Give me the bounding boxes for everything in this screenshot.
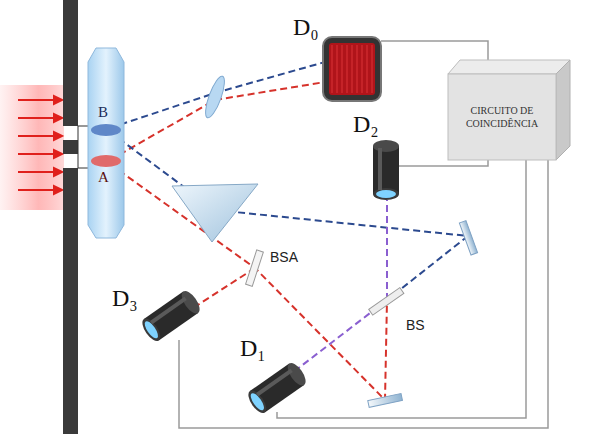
box-front [448, 74, 556, 160]
signal-wire [399, 160, 488, 166]
detector-shine [378, 148, 382, 190]
detector-window [373, 188, 399, 200]
detector: D₂ [367, 138, 405, 202]
screen-texture [356, 45, 358, 93]
detector-window [139, 316, 164, 344]
detector-label: D₀ [293, 15, 319, 39]
part-label: B [98, 105, 108, 120]
detector-art [252, 360, 302, 416]
screen-frame [323, 37, 381, 101]
circuit-label: CIRCUITO DE COINCIDÊNCIA [448, 104, 556, 131]
detector-icon [139, 288, 203, 344]
detector-label: D₁ [240, 336, 266, 360]
detector-art [367, 138, 405, 202]
detector-label: D₃ [112, 286, 138, 310]
screen-texture [366, 45, 368, 93]
detector: D₃ [146, 288, 196, 344]
part-label: A [98, 170, 109, 185]
signal-wire [381, 41, 488, 60]
screen-texture [341, 45, 343, 93]
box-side [556, 60, 570, 160]
screen-face [329, 43, 375, 95]
detector: D₁ [252, 360, 302, 416]
detector-art [323, 37, 381, 101]
detector-art [146, 288, 196, 344]
screen-texture [336, 45, 338, 93]
box-top [448, 60, 570, 74]
detector-body [373, 146, 399, 194]
detector-shine [256, 369, 293, 396]
detector-icon [245, 360, 309, 416]
part-label: BSA [270, 250, 298, 264]
coincidence-circuit: CIRCUITO DE COINCIDÊNCIA [448, 74, 556, 160]
signal-wire [179, 160, 548, 428]
detector-back [373, 140, 399, 152]
detector-shine [150, 297, 187, 324]
screen-texture [371, 45, 373, 93]
detector-label: D₂ [353, 112, 379, 136]
detector-glow [376, 190, 396, 198]
signal-wire [277, 160, 526, 418]
part-label: BS [406, 318, 425, 332]
detector: D₀ [323, 37, 381, 101]
detector-icon [373, 140, 399, 200]
detector-window [245, 388, 270, 416]
screen-texture [351, 45, 353, 93]
screen-texture [331, 45, 333, 93]
screen-texture [361, 45, 363, 93]
screen-texture [346, 45, 348, 93]
